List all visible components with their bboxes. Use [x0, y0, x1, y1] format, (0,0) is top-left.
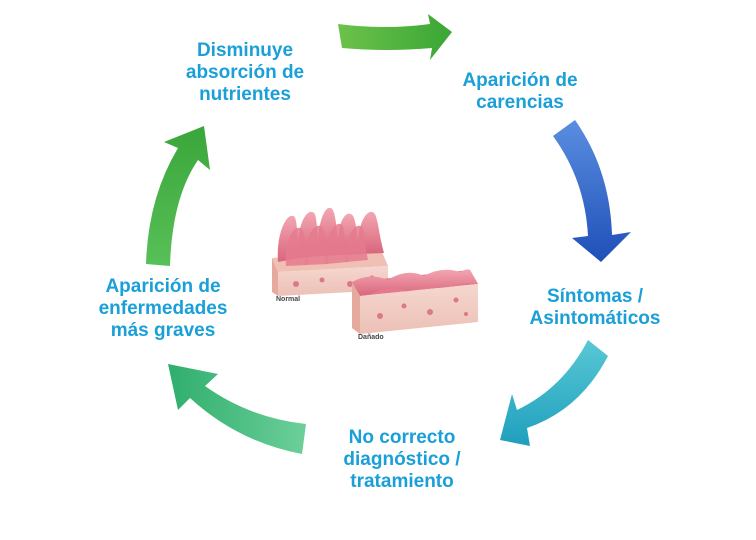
- cycle-arrow-top: [338, 14, 452, 60]
- step-text-line: Disminuye: [196, 40, 294, 61]
- villi-damaged-block: [352, 269, 478, 334]
- villi-normal-block: [272, 207, 388, 296]
- step-text-line: diagnóstico /: [343, 449, 461, 470]
- step-sintomas: Síntomas / Asintomáticos: [515, 286, 675, 330]
- step-text-line: absorción de: [185, 62, 305, 83]
- villi-damaged-label: Dañado: [358, 334, 384, 341]
- cycle-arrow-bottom-left: [168, 364, 306, 454]
- step-disminuye-absorcion: Disminuye absorción de nutrientes: [165, 40, 325, 106]
- cycle-arrow-left: [146, 126, 210, 266]
- step-aparicion-carencias: Aparición de carencias: [440, 70, 600, 114]
- step-text-line: nutrientes: [199, 84, 291, 105]
- cycle-arrow-bottom-right: [500, 340, 608, 446]
- cycle-arrow-right: [553, 120, 631, 262]
- step-text-line: enfermedades: [98, 298, 228, 319]
- step-text-line: Asintomáticos: [529, 308, 661, 329]
- step-text-line: tratamiento: [350, 471, 454, 492]
- step-no-correcto-diagnostico: No correcto diagnóstico / tratamiento: [322, 427, 482, 493]
- step-text-line: Aparición de: [105, 276, 221, 297]
- step-text-line: No correcto: [348, 427, 456, 448]
- step-enfermedades-graves: Aparición de enfermedades más graves: [78, 276, 248, 342]
- step-text-line: carencias: [476, 92, 564, 113]
- intestinal-villi-illustration: [272, 207, 478, 334]
- villi-normal-label: Normal: [276, 296, 301, 303]
- step-text-line: más graves: [110, 320, 216, 341]
- step-text-line: Síntomas /: [546, 286, 644, 307]
- step-text-line: Aparición de: [462, 70, 578, 91]
